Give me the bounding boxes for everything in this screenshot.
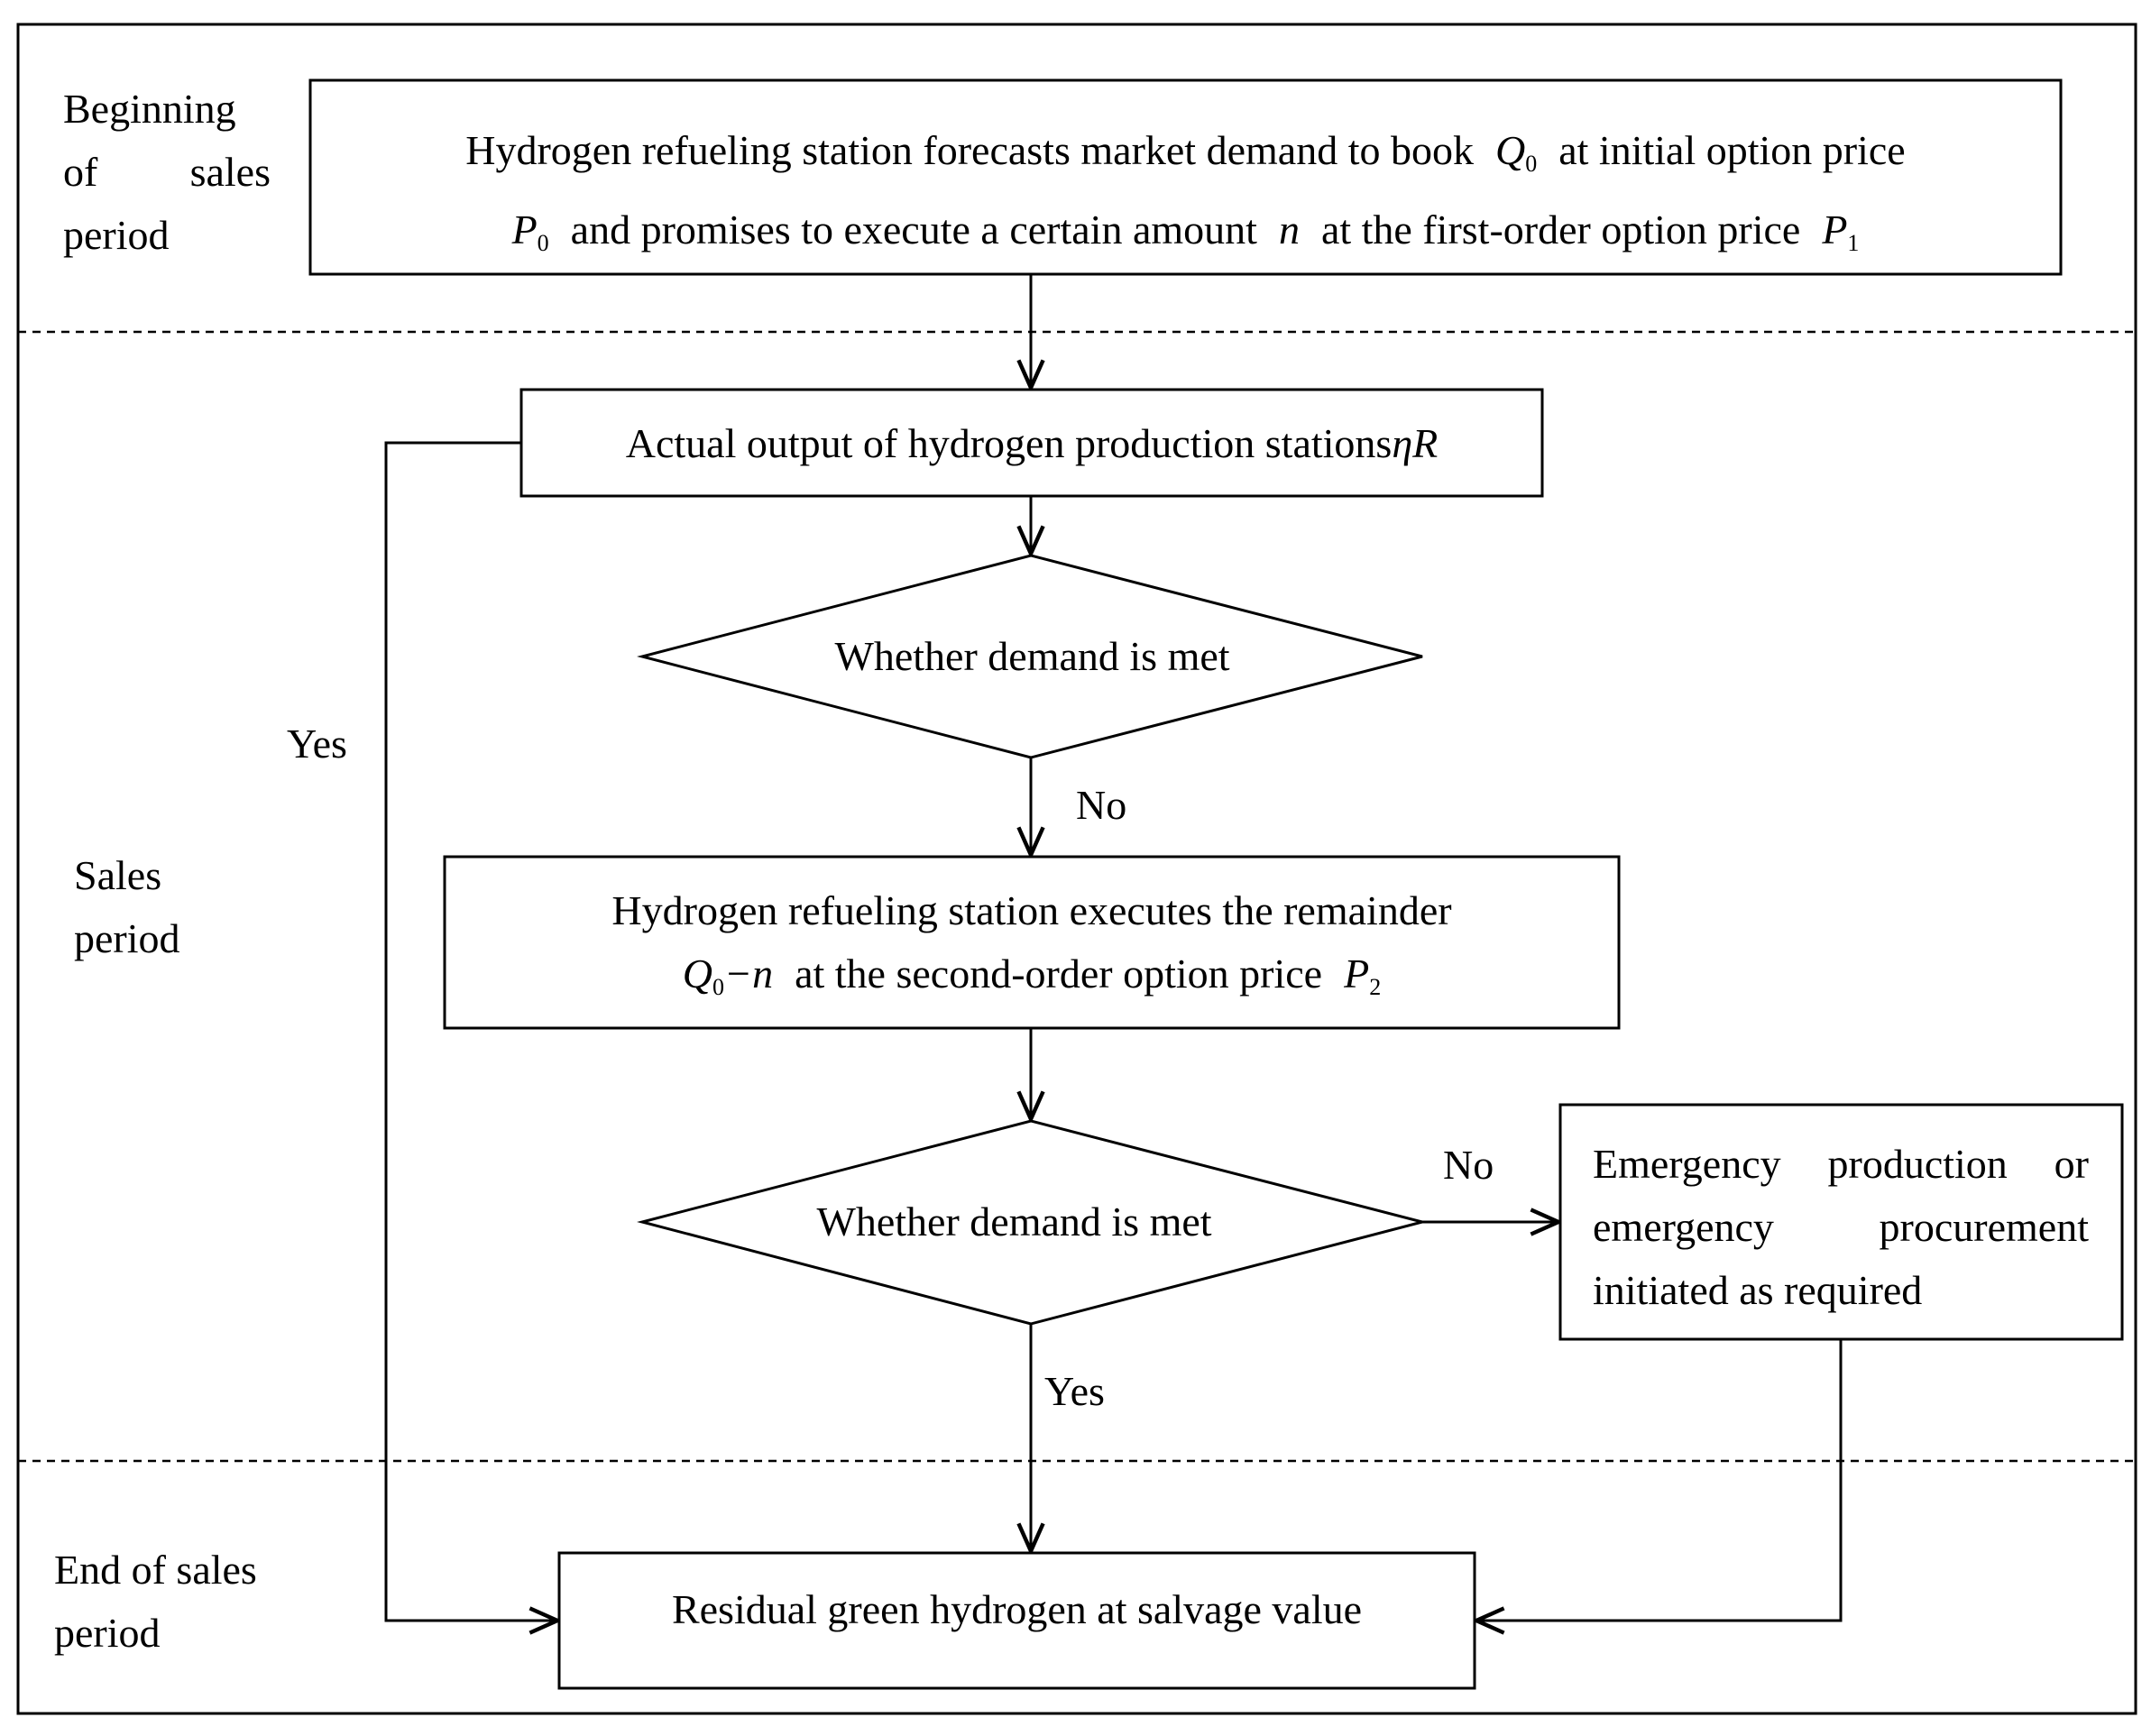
forecast-box — [308, 78, 2063, 276]
emergency-l2a: emergency — [1593, 1204, 1774, 1250]
execute-remainder-tail: at the second-order option price — [795, 951, 1323, 997]
forecast-var-n: n — [1278, 207, 1300, 253]
stage-label-end: End of sales period — [54, 1539, 257, 1665]
execute-remainder-text: Hydrogen refueling station executes the … — [445, 879, 1619, 1019]
decision1-text: Whether demand is met — [834, 633, 1230, 679]
forecast-line2: P0 and promises to execute a certain amou… — [310, 197, 2061, 276]
emergency-l3: initiated as required — [1593, 1267, 1923, 1313]
execute-remainder-line1: Hydrogen refueling station executes the … — [611, 887, 1452, 933]
emergency-l1c: or — [2054, 1141, 2089, 1187]
decision2-text: Whether demand is met — [816, 1199, 1212, 1245]
actual-output-box — [519, 388, 1544, 498]
stage-sales-line1: Sales — [74, 852, 162, 898]
stage-beginning-line2b: sales — [189, 149, 271, 195]
stage-beginning-line1: Beginning — [63, 86, 236, 132]
arrow-yes-bypass-to-residual — [384, 441, 557, 1621]
stage-sales-line2: period — [74, 915, 180, 961]
forecast-l1-tail: at initial option price — [1558, 127, 1906, 173]
forecast-box-text: Hydrogen refueling station forecasts mar… — [310, 117, 2061, 276]
actual-output-label: Actual output of hydrogen production sta… — [625, 420, 1393, 466]
forecast-l1-text: Hydrogen refueling station forecasts mar… — [465, 127, 1474, 173]
edge-label-yes-left: Yes — [287, 721, 347, 767]
execute-var-p2: P2 — [1344, 951, 1382, 1000]
stage-beginning-line3: period — [63, 212, 170, 258]
forecast-l2-tail: at the first-order option price — [1320, 207, 1801, 253]
execute-remainder-line2: Q0−n at the second-order option price P2 — [445, 942, 1619, 1019]
emergency-l1a: Emergency — [1593, 1141, 1781, 1187]
forecast-line1: Hydrogen refueling station forecasts mar… — [310, 117, 2061, 197]
emergency-l2b: procurement — [1879, 1204, 2089, 1250]
stage-end-line2: period — [54, 1610, 161, 1656]
forecast-var-p1: P1 — [1822, 207, 1860, 256]
arrow-emergency-to-residual — [1476, 1339, 1843, 1621]
edge-label-no-2: No — [1443, 1142, 1494, 1188]
edge-label-no-1: No — [1076, 782, 1127, 828]
forecast-var-p0: P0 — [511, 207, 549, 256]
outer-frame — [16, 23, 2137, 1715]
forecast-var-q0: Q0 — [1494, 127, 1538, 177]
execute-remainder-box — [443, 855, 1621, 1030]
actual-output-var-eta-r: ηR — [1392, 420, 1439, 466]
execute-var-q0-minus-n: Q0−n — [682, 951, 774, 1000]
actual-output-text: Actual output of hydrogen production sta… — [521, 410, 1542, 476]
stage-label-beginning: Beginning of sales period — [63, 78, 271, 267]
emergency-l1b: production — [1827, 1141, 2008, 1187]
stage-end-line1: End of sales — [54, 1547, 257, 1593]
edge-label-yes-2: Yes — [1044, 1368, 1105, 1414]
residual-box — [557, 1551, 1476, 1690]
stage-label-sales: Sales period — [74, 844, 180, 970]
emergency-text: Emergency production or emergency procur… — [1593, 1133, 2089, 1322]
forecast-l2-text: and promises to execute a certain amount — [570, 207, 1257, 253]
residual-text: Residual green hydrogen at salvage value — [671, 1586, 1363, 1632]
stage-beginning-line2a: of — [63, 149, 98, 195]
